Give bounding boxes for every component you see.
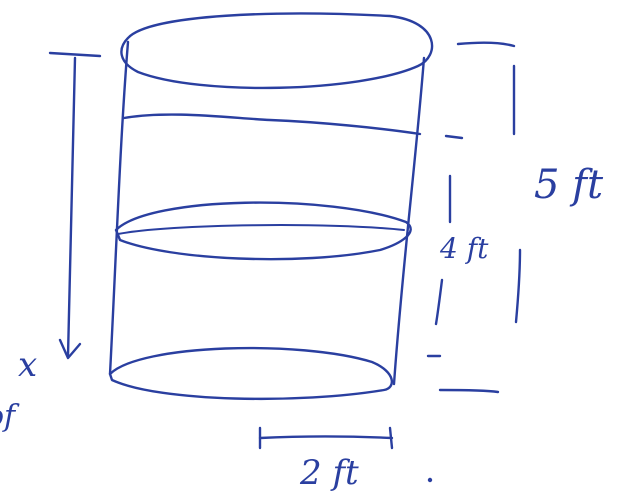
- water-surface-ellipse: [114, 201, 412, 261]
- height-5ft-bottom-tick: [438, 388, 500, 394]
- label-5ft: 5 ft: [534, 162, 604, 208]
- cylinder-bottom-ellipse: [108, 346, 394, 401]
- depth-arrow-shaft: [66, 56, 77, 358]
- label-2ft: 2 ft: [299, 453, 359, 493]
- period-dot: [427, 477, 433, 483]
- height-4ft-lower-bar: [434, 278, 444, 326]
- label-4ft: 4 ft: [439, 232, 489, 265]
- cylinder-top-ellipse: [120, 12, 434, 90]
- label-of-fragment: of: [0, 399, 20, 434]
- height-5ft-lower-bar: [514, 248, 522, 324]
- water-surface-ellipse-stroke2: [117, 224, 405, 235]
- radius-bar: [258, 435, 394, 440]
- height-5ft-top-tick: [456, 41, 516, 48]
- radius-right-tick: [388, 426, 394, 450]
- cylinder-upper-band: [122, 113, 422, 136]
- depth-arrow-head: [58, 338, 82, 360]
- height-4ft-top-tick: [444, 134, 464, 140]
- cylinder-left-wall: [108, 40, 130, 376]
- label-x: x: [18, 345, 37, 385]
- depth-top-tick: [48, 51, 102, 58]
- cylinder-right-wall: [392, 56, 426, 386]
